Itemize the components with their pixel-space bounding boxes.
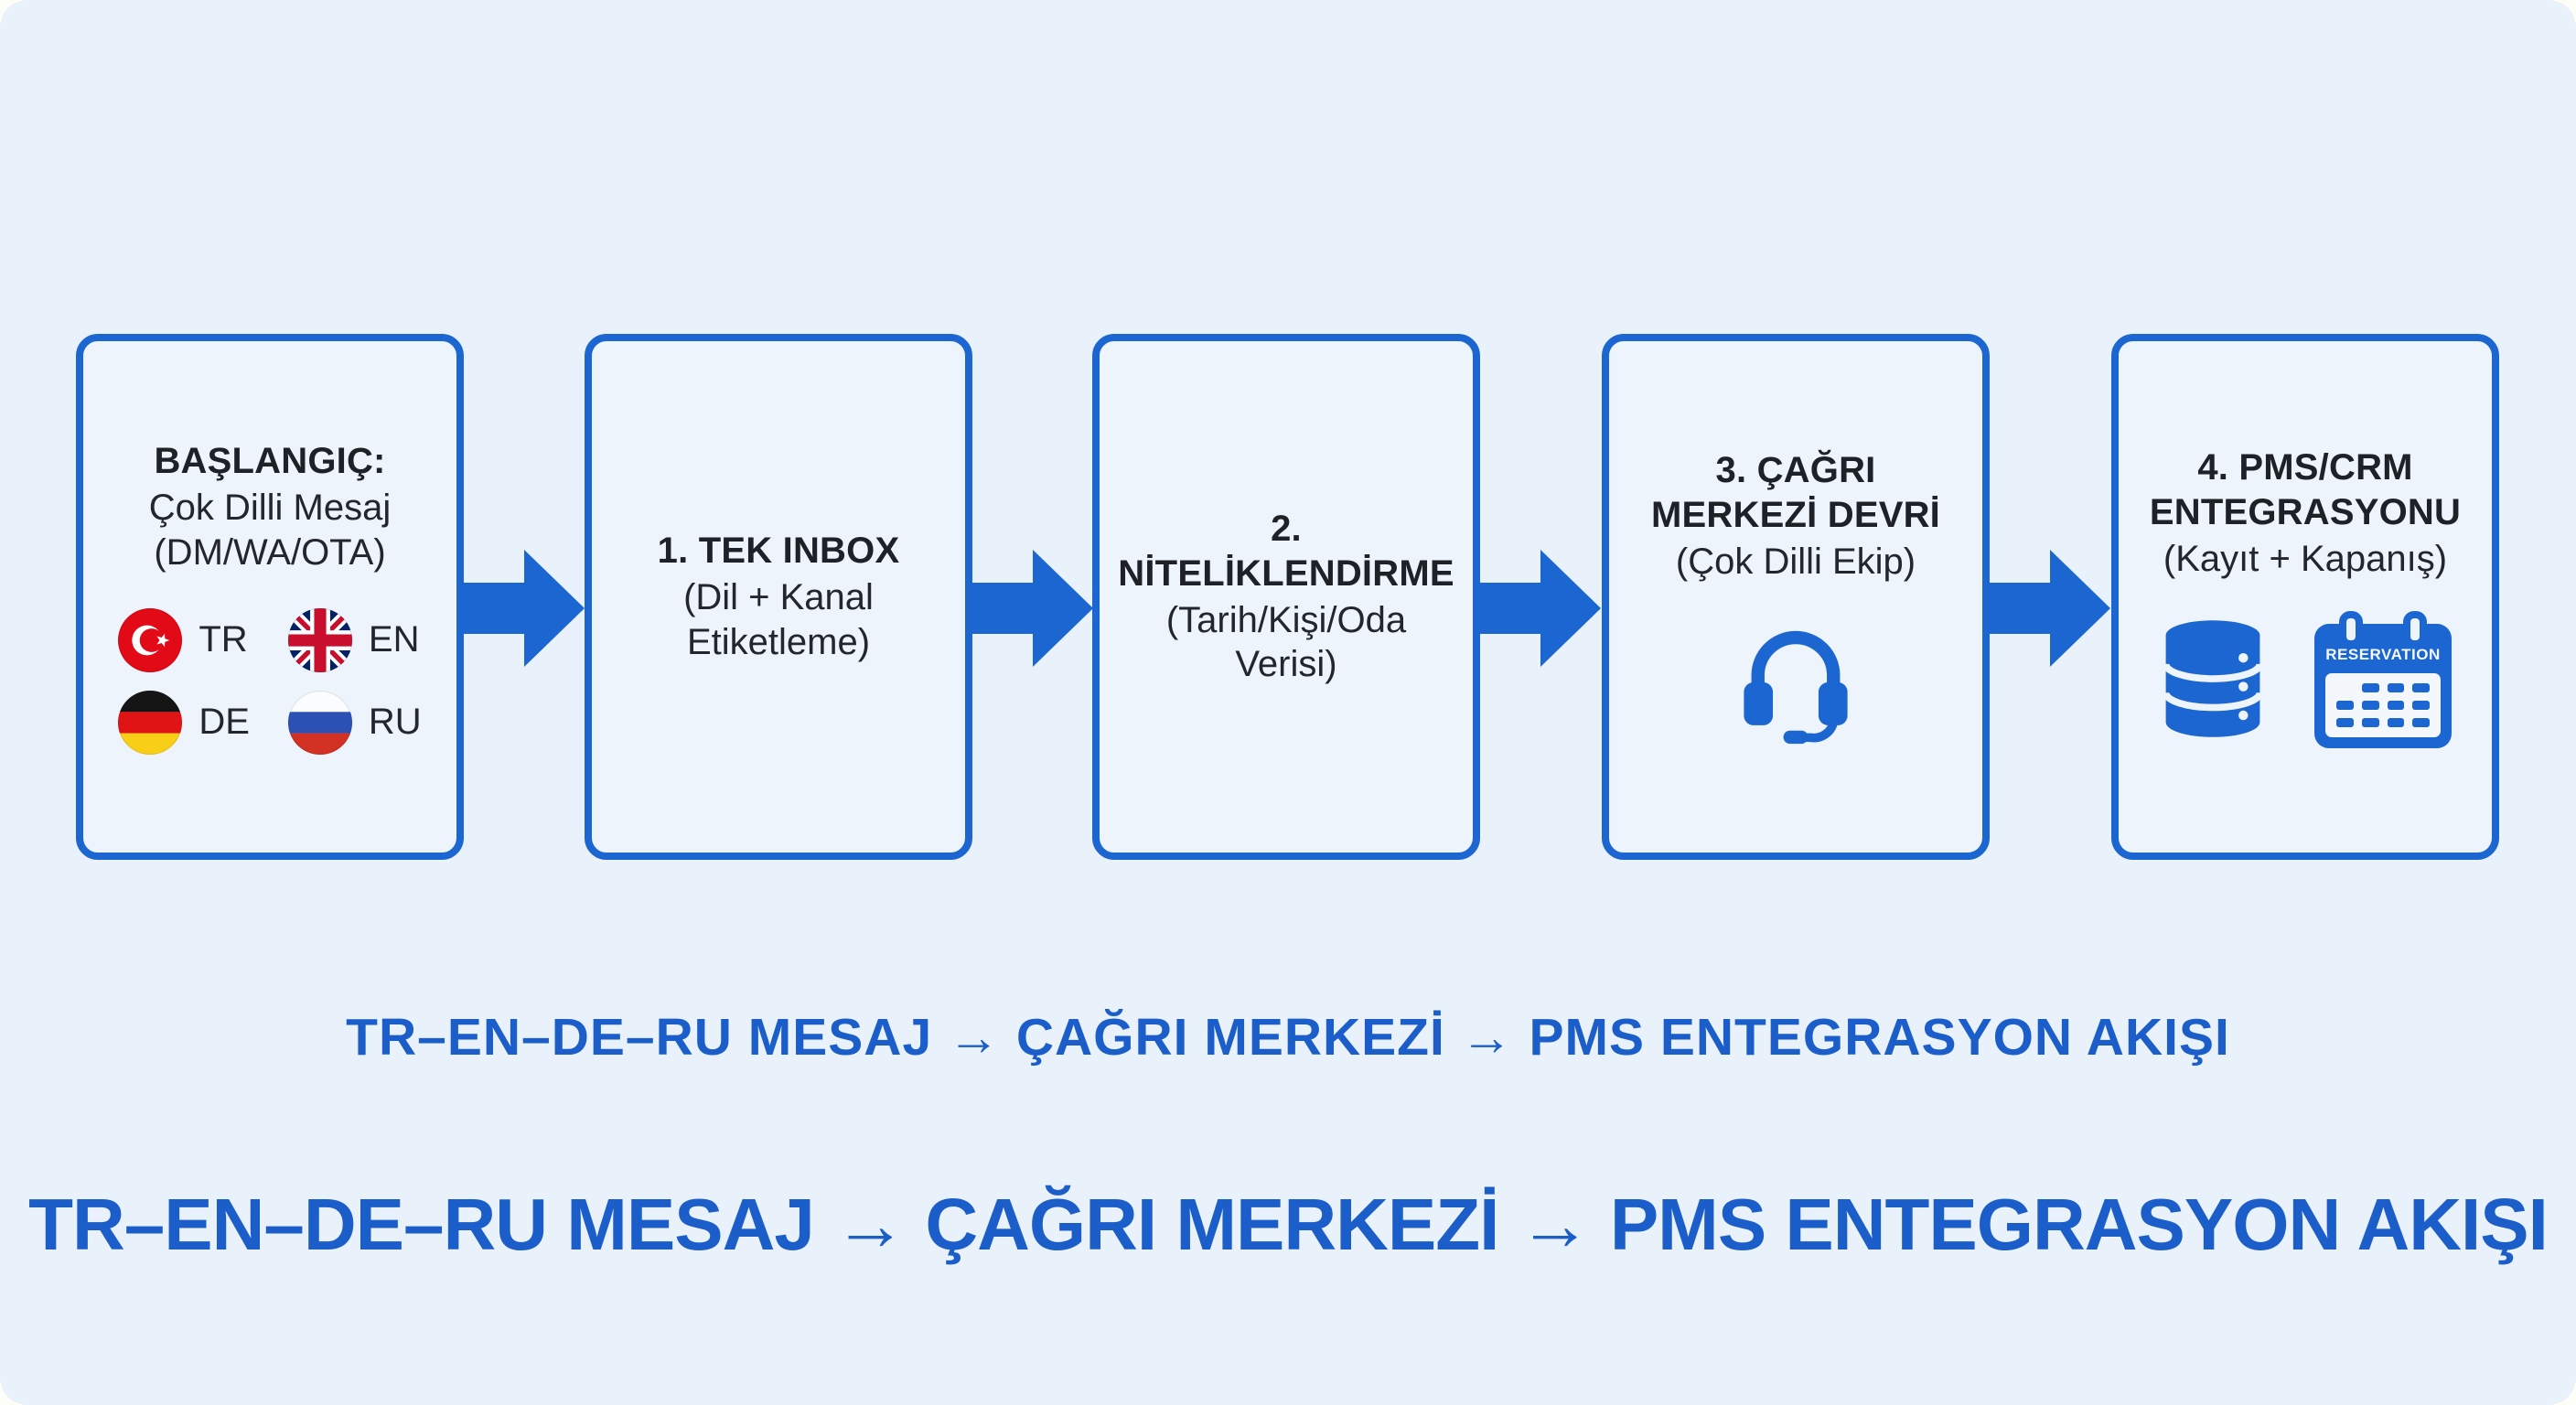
calendar-cell	[2412, 682, 2430, 692]
calendar-cell	[2387, 717, 2405, 727]
flag-label: RU	[368, 702, 422, 743]
flag-item-tr: TR	[118, 607, 250, 672]
calendar-cell	[2412, 717, 2430, 727]
step-subtitle: (Kayıt + Kapanış)	[2163, 538, 2448, 579]
step-subtitle: Çok Dilli Mesaj (DM/WA/OTA)	[148, 488, 392, 573]
calendar-cell	[2336, 700, 2354, 710]
step-subtitle: (Tarih/Kişi/Oda Verisi)	[1165, 599, 1407, 685]
reservation-calendar-icon: RESERVATION	[2314, 610, 2452, 748]
step-box-single-inbox: 1. TEK INBOX (Dil + Kanal Etiketleme)	[585, 334, 972, 860]
step-title: 4. PMS/CRM ENTEGRASYONU	[2149, 447, 2462, 533]
calendar-body: RESERVATION	[2314, 623, 2452, 748]
step-title: 3. ÇAĞRI MERKEZİ DEVRİ	[1651, 450, 1940, 536]
calendar-ring	[2339, 610, 2363, 648]
calendar-ring	[2403, 610, 2427, 648]
flag-label: EN	[368, 619, 420, 660]
calendar-cell	[2361, 717, 2379, 727]
database-icon	[2162, 619, 2264, 737]
calendar-cell	[2336, 717, 2354, 727]
flow-arrow-icon	[1480, 550, 1601, 667]
headset-icon	[1744, 630, 1848, 744]
russia-flag-icon	[287, 690, 352, 755]
turkey-flag-icon	[118, 607, 183, 672]
calendar-cell	[2412, 700, 2430, 710]
step-box-call-center: 3. ÇAĞRI MERKEZİ DEVRİ (Çok Dilli Ekip)	[1602, 334, 1990, 860]
germany-flag-icon	[118, 690, 183, 755]
step-box-start: BAŞLANGIÇ: Çok Dilli Mesaj (DM/WA/OTA) T…	[76, 334, 464, 860]
flag-label: TR	[199, 619, 248, 660]
flag-label: DE	[199, 702, 250, 743]
calendar-grid	[2325, 672, 2441, 737]
flow-arrow-icon	[972, 550, 1093, 667]
flow-arrow-icon	[1990, 550, 2110, 667]
flag-item-ru: RU	[287, 690, 422, 755]
uk-flag-icon	[287, 607, 352, 672]
calendar-cell	[2361, 700, 2379, 710]
flow-summary-caption-large: TR–EN–DE–RU MESAJ → ÇAĞRI MERKEZİ → PMS …	[28, 1184, 2549, 1265]
calendar-label: RESERVATION	[2325, 645, 2441, 663]
step-title: 1. TEK INBOX	[657, 531, 900, 572]
step-title: BAŞLANGIÇ:	[154, 441, 386, 482]
flow-summary-caption: TR–EN–DE–RU MESAJ → ÇAĞRI MERKEZİ → PMS …	[346, 1008, 2230, 1067]
calendar-cell	[2361, 682, 2379, 692]
language-flags: TR EN	[118, 607, 422, 755]
step-subtitle: (Dil + Kanal Etiketleme)	[683, 577, 874, 662]
step-box-qualification: 2. NİTELİKLENDİRME (Tarih/Kişi/Oda Veris…	[1092, 334, 1480, 860]
flag-item-en: EN	[287, 607, 422, 672]
calendar-cell	[2336, 683, 2354, 692]
step-subtitle: (Çok Dilli Ekip)	[1675, 541, 1916, 582]
calendar-cell	[2387, 700, 2405, 710]
integration-icons: RESERVATION	[2159, 610, 2452, 748]
calendar-cell	[2387, 682, 2405, 692]
flag-item-de: DE	[118, 690, 250, 755]
flow-arrow-icon	[464, 550, 585, 667]
step-title: 2. NİTELİKLENDİRME	[1118, 508, 1454, 594]
step-box-pms-crm: 4. PMS/CRM ENTEGRASYONU (Kayıt + Kapanış…	[2111, 334, 2499, 860]
